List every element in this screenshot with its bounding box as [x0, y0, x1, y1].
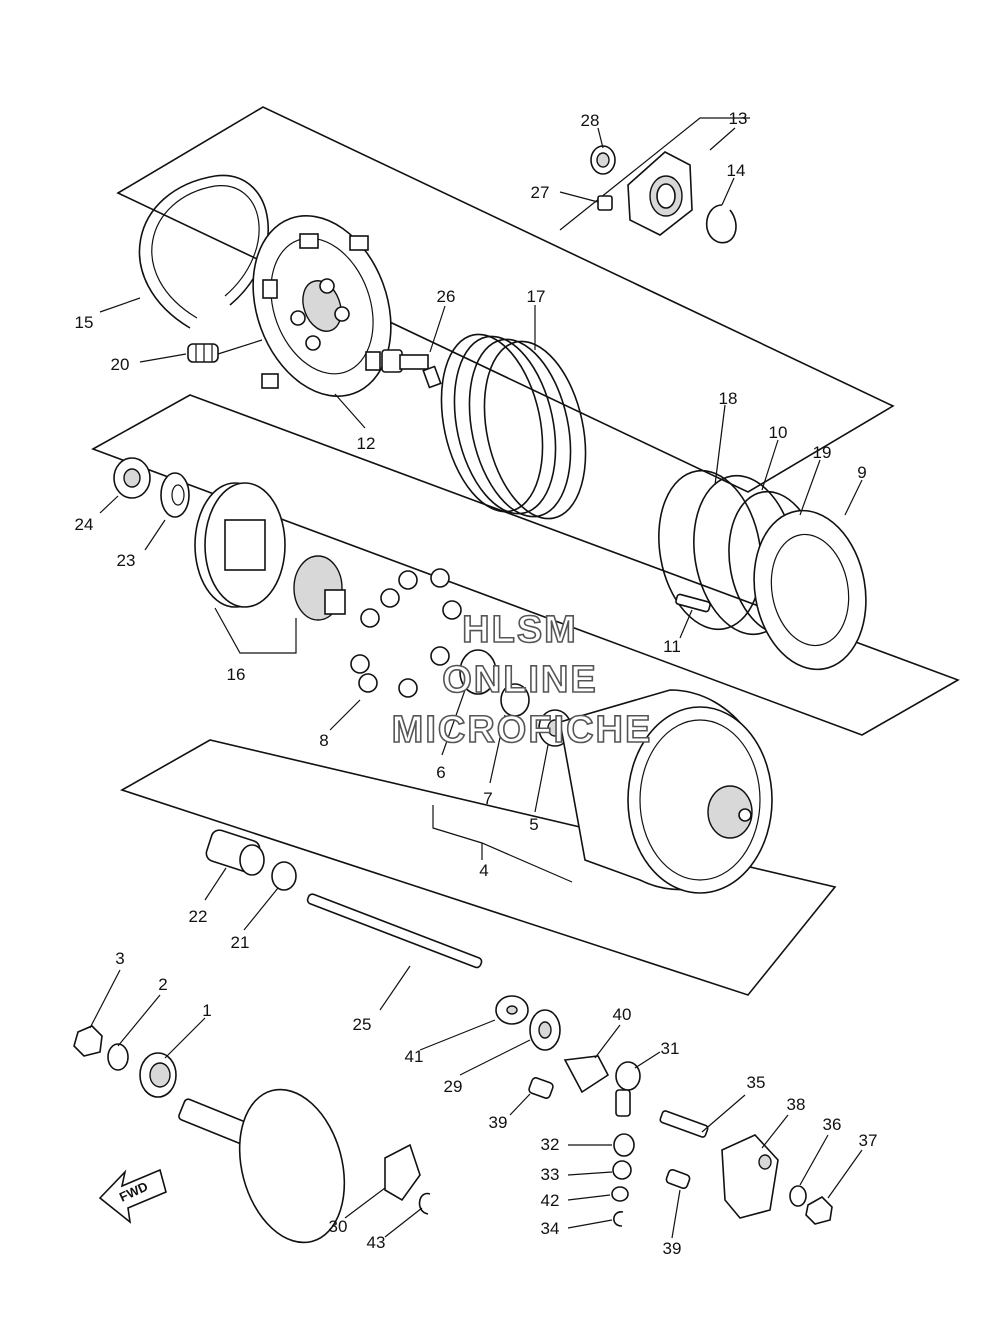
- part-circlip-15: [138, 174, 269, 329]
- part-bearing-bracket-13: [627, 151, 693, 236]
- part-bolt-35: [659, 1110, 709, 1138]
- callout-34: 34: [541, 1219, 560, 1238]
- callout-27: 27: [531, 183, 550, 202]
- watermark-line-2: ONLINE: [442, 659, 598, 701]
- part-washer-42: [611, 1186, 629, 1202]
- part-balls-8: [350, 568, 462, 698]
- callout-32: 32: [541, 1135, 560, 1154]
- callout-33: 33: [541, 1165, 560, 1184]
- part-friction-plate-18: [658, 469, 762, 631]
- part-screw-27: [597, 195, 613, 211]
- callout-11: 11: [663, 637, 681, 656]
- part-bearing-29: [529, 1009, 561, 1051]
- callout-2: 2: [158, 975, 167, 994]
- part-circlip-14: [705, 204, 737, 244]
- part-nut-37: [805, 1196, 833, 1225]
- callout-22: 22: [189, 907, 208, 926]
- callout-14: 14: [727, 161, 746, 180]
- callout-labels: 28 27 13 14 15 20 26 17 12 18 10 19 9 11…: [75, 109, 878, 1258]
- fwd-arrow-icon: FWD: [98, 1168, 167, 1224]
- part-washer-21: [271, 861, 297, 891]
- callout-41: 41: [405, 1047, 424, 1066]
- part-push-rod-26: [381, 349, 442, 389]
- frame-bearing-bracket: [559, 117, 750, 231]
- watermark: HLSM ONLINE MICROFICHE: [391, 608, 653, 752]
- callout-38: 38: [787, 1095, 806, 1114]
- part-bolt-39a: [528, 1077, 554, 1099]
- part-clutch-housing-4: [559, 689, 773, 894]
- callout-43: 43: [367, 1233, 386, 1252]
- callout-19: 19: [813, 443, 832, 462]
- part-push-rod-25: [306, 893, 483, 969]
- watermark-line-1: HLSM: [462, 609, 578, 651]
- part-washer-33: [612, 1160, 632, 1180]
- group-frames: [91, 106, 960, 996]
- part-circlip-43: [418, 1192, 431, 1215]
- part-bolt-20: [187, 339, 263, 363]
- callout-31: 31: [661, 1039, 680, 1058]
- callout-1: 1: [202, 1001, 211, 1020]
- part-washer-24: [113, 457, 151, 499]
- part-washer-36: [789, 1185, 807, 1207]
- callout-24: 24: [75, 515, 94, 534]
- callout-30: 30: [329, 1217, 348, 1236]
- part-bracket-38: [721, 1134, 779, 1219]
- part-lever-30: [384, 1143, 421, 1202]
- frame-pressure-plate-group: [116, 106, 895, 493]
- callout-17: 17: [527, 287, 546, 306]
- part-collar-32: [613, 1133, 635, 1157]
- callout-9: 9: [857, 463, 866, 482]
- callout-29: 29: [444, 1077, 463, 1096]
- part-joint-31: [615, 1061, 641, 1117]
- callout-21: 21: [231, 933, 250, 952]
- callout-42: 42: [541, 1191, 560, 1210]
- part-plate-40: [563, 1055, 610, 1094]
- part-bushing-22: [205, 829, 265, 876]
- callout-15: 15: [75, 313, 94, 332]
- part-bearing-28: [590, 145, 616, 175]
- part-washer-2: [107, 1043, 129, 1071]
- callout-7: 7: [483, 789, 492, 808]
- callout-37: 37: [859, 1131, 878, 1150]
- part-lock-washer-23: [160, 472, 190, 518]
- part-pressure-plate-12: [252, 215, 392, 397]
- callout-35: 35: [747, 1073, 766, 1092]
- leader-lines: [89, 127, 863, 1239]
- part-clip-34: [613, 1211, 624, 1227]
- callout-28: 28: [581, 111, 600, 130]
- callout-26: 26: [437, 287, 456, 306]
- callout-3: 3: [115, 949, 124, 968]
- part-pressure-plate-9: [753, 509, 867, 671]
- callout-16: 16: [227, 665, 246, 684]
- callout-20: 20: [111, 355, 130, 374]
- part-bearing-1: [139, 1052, 177, 1098]
- part-circlip-6: [459, 649, 497, 695]
- callout-25: 25: [353, 1015, 372, 1034]
- callout-39b: 39: [663, 1239, 682, 1258]
- part-bolt-39b: [665, 1168, 691, 1190]
- callout-23: 23: [117, 551, 136, 570]
- callout-5: 5: [529, 815, 538, 834]
- part-washer-7: [500, 683, 530, 717]
- part-nut-3: [73, 1025, 103, 1057]
- frame-push-rod-group: [120, 739, 837, 996]
- callout-4: 4: [479, 861, 488, 880]
- frame-clutch-hub-group: [91, 394, 960, 736]
- callout-10: 10: [769, 423, 788, 442]
- part-washer-41: [495, 995, 529, 1025]
- callout-12: 12: [357, 434, 376, 453]
- part-push-lever-shaft: [178, 1088, 346, 1244]
- part-friction-plates-17: [440, 333, 587, 520]
- watermark-line-3: MICROFICHE: [392, 709, 653, 751]
- callout-18: 18: [719, 389, 738, 408]
- callout-40: 40: [613, 1005, 632, 1024]
- callout-39a: 39: [489, 1113, 508, 1132]
- callout-6: 6: [436, 763, 445, 782]
- callout-36: 36: [823, 1115, 842, 1134]
- callout-13: 13: [729, 109, 748, 128]
- callout-8: 8: [319, 731, 328, 750]
- part-primary-driven-gear-16: [194, 482, 346, 621]
- part-rivet-11: [675, 593, 711, 613]
